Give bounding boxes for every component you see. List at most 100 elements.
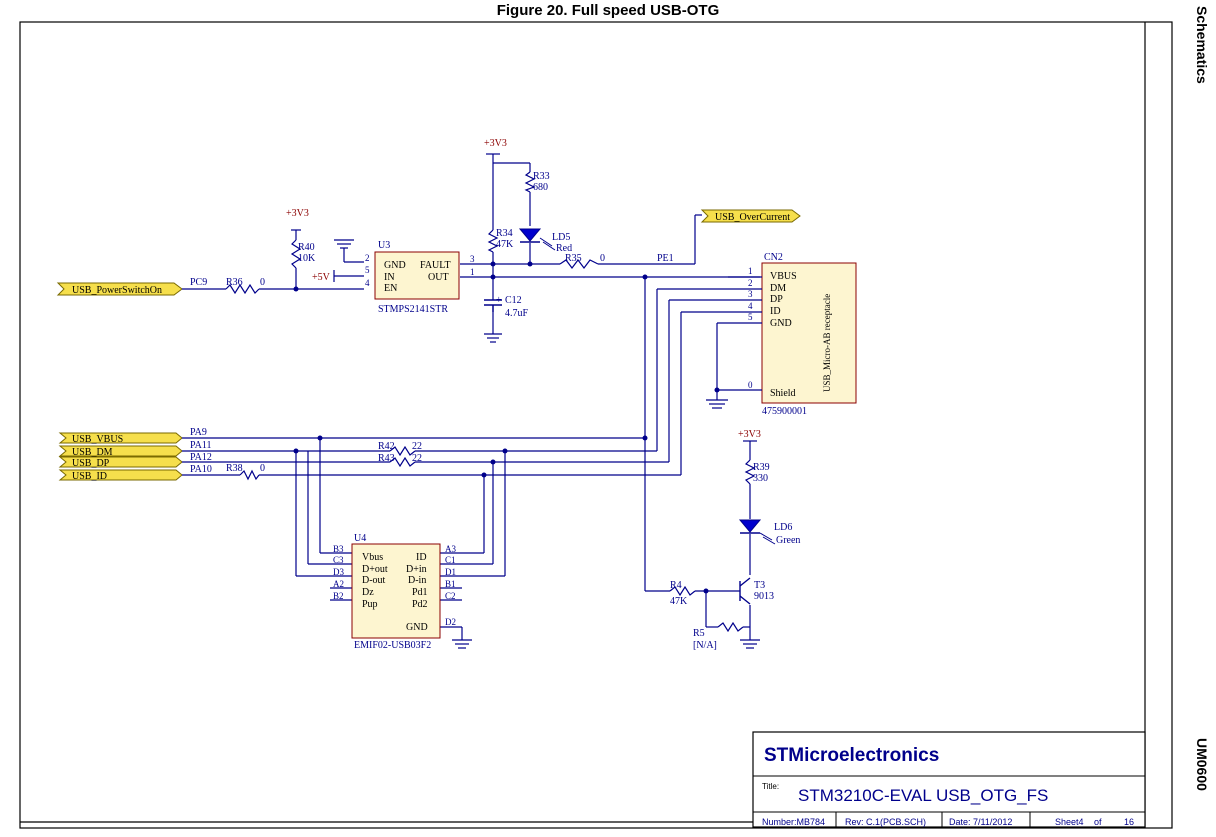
wires-led6 bbox=[695, 440, 760, 649]
svg-text:0: 0 bbox=[260, 463, 265, 474]
port-usb-powerswitchon: USB_PowerSwitchOn bbox=[56, 282, 183, 296]
svg-text:4: 4 bbox=[748, 301, 753, 311]
svg-text:C2: C2 bbox=[445, 591, 456, 601]
svg-text:Vbus: Vbus bbox=[362, 552, 383, 563]
svg-text:R33: R33 bbox=[533, 171, 550, 182]
port-label: USB_PowerSwitchOn bbox=[72, 285, 162, 296]
svg-text:2: 2 bbox=[748, 278, 753, 288]
wires-bus bbox=[182, 437, 681, 649]
svg-text:PA9: PA9 bbox=[190, 427, 207, 438]
svg-text:PA12: PA12 bbox=[190, 452, 212, 463]
svg-text:R4: R4 bbox=[670, 580, 682, 591]
svg-text:47K: 47K bbox=[670, 596, 688, 607]
svg-text:D+out: D+out bbox=[362, 564, 388, 575]
svg-text:LD5: LD5 bbox=[552, 232, 570, 243]
svg-text:+3V3: +3V3 bbox=[484, 138, 507, 149]
svg-text:PE1: PE1 bbox=[657, 253, 674, 264]
svg-text:R34: R34 bbox=[496, 228, 513, 239]
svg-text:2: 2 bbox=[365, 253, 370, 263]
svg-text:[N/A]: [N/A] bbox=[693, 640, 717, 651]
svg-text:FAULT: FAULT bbox=[420, 260, 451, 271]
svg-text:R38: R38 bbox=[226, 463, 243, 474]
svg-text:D3: D3 bbox=[333, 567, 344, 577]
svg-text:680: 680 bbox=[533, 182, 548, 193]
svg-text:VBUS: VBUS bbox=[770, 271, 797, 282]
svg-text:R39: R39 bbox=[753, 462, 770, 473]
sheet-title: STM3210C-EVAL USB_OTG_FS bbox=[798, 786, 1048, 805]
date: Date: 7/11/2012 bbox=[949, 817, 1012, 827]
svg-text:PA10: PA10 bbox=[190, 464, 212, 475]
svg-text:D+in: D+in bbox=[406, 564, 427, 575]
svg-text:B3: B3 bbox=[333, 544, 344, 554]
svg-text:D-out: D-out bbox=[362, 575, 386, 586]
svg-text:DM: DM bbox=[770, 283, 786, 294]
svg-text:U3: U3 bbox=[378, 240, 390, 251]
capacitor-c12 bbox=[484, 299, 502, 312]
svg-text:USB_OverCurrent: USB_OverCurrent bbox=[715, 212, 790, 223]
svg-text:3: 3 bbox=[470, 254, 475, 264]
svg-text:R40: R40 bbox=[298, 242, 315, 253]
company-name: STMicroelectronics bbox=[764, 745, 939, 766]
svg-text:C1: C1 bbox=[445, 555, 456, 565]
svg-text:1: 1 bbox=[748, 266, 753, 276]
resistor-symbols bbox=[225, 171, 756, 633]
svg-text:T3: T3 bbox=[754, 580, 765, 591]
svg-text:4: 4 bbox=[365, 278, 370, 288]
svg-text:+: + bbox=[496, 295, 502, 306]
svg-text:+3V3: +3V3 bbox=[286, 208, 309, 219]
svg-text:GND: GND bbox=[770, 318, 792, 329]
svg-text:USB_DP: USB_DP bbox=[72, 458, 110, 469]
svg-text:A2: A2 bbox=[333, 579, 344, 589]
svg-text:D-in: D-in bbox=[408, 575, 426, 586]
svg-text:D2: D2 bbox=[445, 617, 456, 627]
svg-text:+3V3: +3V3 bbox=[738, 429, 761, 440]
svg-text:3: 3 bbox=[748, 289, 753, 299]
port-usb-dm: USB_DM bbox=[58, 445, 183, 458]
svg-text:B1: B1 bbox=[445, 579, 456, 589]
svg-text:10K: 10K bbox=[298, 253, 316, 264]
svg-text:0: 0 bbox=[748, 380, 753, 390]
svg-text:R42: R42 bbox=[378, 441, 395, 452]
svg-text:OUT: OUT bbox=[428, 272, 449, 283]
svg-text:B2: B2 bbox=[333, 591, 344, 601]
svg-text:D1: D1 bbox=[445, 567, 456, 577]
doc-number: Number:MB784 bbox=[762, 817, 825, 827]
port-usb-vbus: USB_VBUS bbox=[58, 432, 183, 445]
title-label: Title: bbox=[762, 782, 779, 791]
svg-text:GND: GND bbox=[384, 260, 406, 271]
svg-text:0: 0 bbox=[600, 253, 605, 264]
transistor-t3 bbox=[739, 577, 751, 605]
svg-text:EMIF02-USB03F2: EMIF02-USB03F2 bbox=[354, 640, 431, 651]
wires-power bbox=[182, 153, 760, 343]
svg-text:USB_ID: USB_ID bbox=[72, 471, 107, 482]
svg-text:USB_VBUS: USB_VBUS bbox=[72, 434, 123, 445]
sheet-total: 16 bbox=[1124, 817, 1134, 827]
connector-cn2 bbox=[761, 262, 857, 404]
led-ld5 bbox=[518, 228, 556, 251]
svg-text:LD6: LD6 bbox=[774, 522, 792, 533]
side-document-label: UM0600 bbox=[1194, 738, 1210, 791]
sheet-frame bbox=[19, 21, 1173, 829]
ic-u4 bbox=[351, 543, 441, 639]
svg-text:PA11: PA11 bbox=[190, 440, 212, 451]
svg-text:5: 5 bbox=[365, 265, 370, 275]
port-usb-dp: USB_DP bbox=[58, 456, 183, 469]
svg-text:R36: R36 bbox=[226, 277, 243, 288]
svg-text:Pd1: Pd1 bbox=[412, 587, 428, 598]
svg-text:ID: ID bbox=[416, 552, 427, 563]
revision: Rev: C.1(PCB.SCH) bbox=[845, 817, 926, 827]
svg-text:9013: 9013 bbox=[754, 591, 774, 602]
svg-text:22: 22 bbox=[412, 441, 422, 452]
ic-u3 bbox=[374, 251, 460, 300]
side-section-label: Schematics bbox=[1194, 6, 1210, 84]
svg-text:U4: U4 bbox=[354, 533, 366, 544]
svg-text:Red: Red bbox=[556, 243, 572, 254]
svg-text:1: 1 bbox=[470, 267, 475, 277]
port-usb-id: USB_ID bbox=[58, 469, 183, 482]
led-ld6 bbox=[738, 519, 776, 545]
svg-text:330: 330 bbox=[753, 473, 768, 484]
svg-text:GND: GND bbox=[406, 622, 428, 633]
svg-text:IN: IN bbox=[384, 272, 395, 283]
svg-text:5: 5 bbox=[748, 312, 753, 322]
